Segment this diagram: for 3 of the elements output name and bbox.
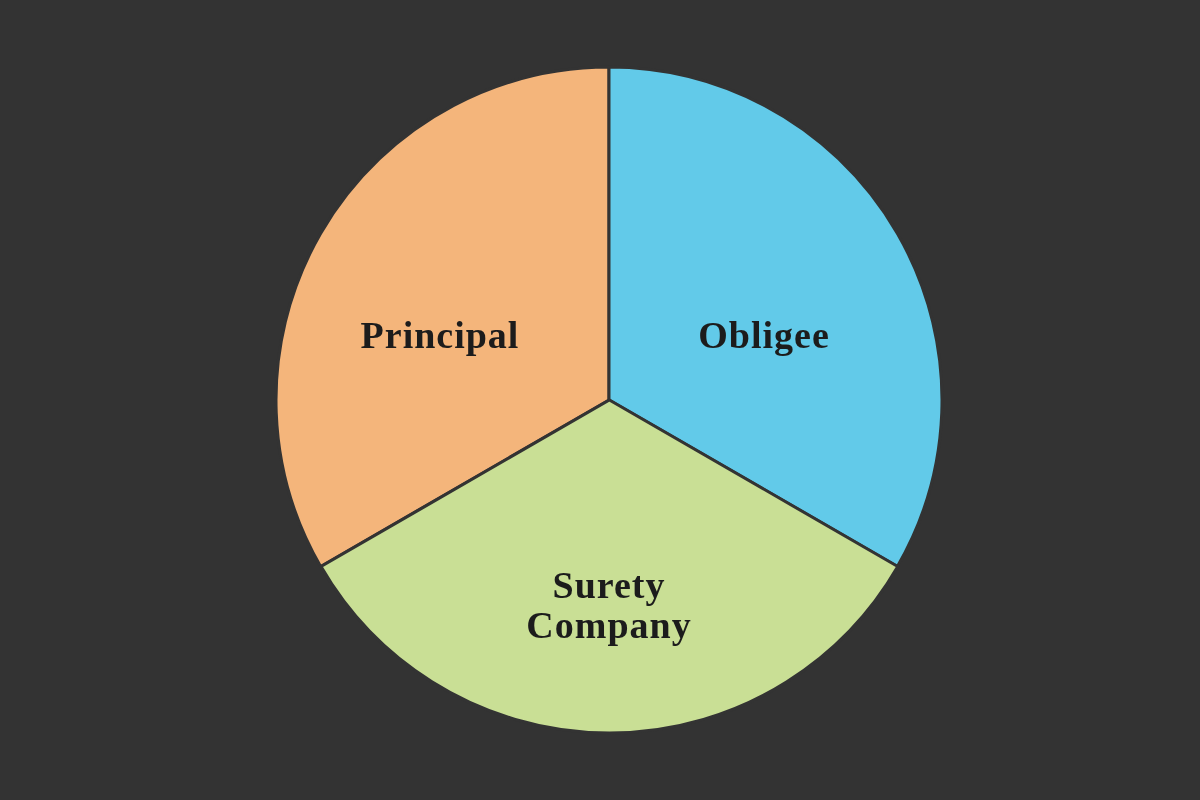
segment-label: Surety Company xyxy=(525,565,693,645)
segment-label: Obligee xyxy=(697,315,831,355)
segment-label: Principal xyxy=(359,315,521,355)
